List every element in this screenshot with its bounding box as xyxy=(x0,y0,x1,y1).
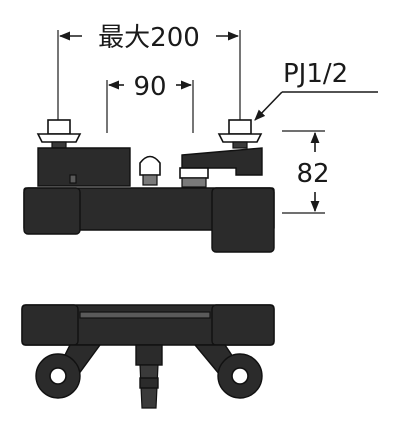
bottom-view xyxy=(21,304,275,409)
right-elbow xyxy=(193,344,263,399)
left-bracket xyxy=(37,147,131,187)
left-handle-block xyxy=(23,187,81,235)
max-width-dimension: 最大200 xyxy=(57,23,241,122)
center-valve xyxy=(139,155,209,188)
left-elbow xyxy=(35,344,102,399)
height-label: 82 xyxy=(296,159,329,189)
thread-leader-arrow xyxy=(254,91,283,121)
center-spout xyxy=(135,344,163,409)
right-handle-block xyxy=(211,187,275,253)
height-dimension: 82 xyxy=(282,130,330,214)
bottom-left-handle xyxy=(21,304,79,346)
thread-callout: PJ1/2 xyxy=(254,59,378,121)
bottom-right-handle xyxy=(211,304,275,346)
center-distance-label: 90 xyxy=(133,72,166,102)
front-view xyxy=(23,119,275,253)
left-inlet-nut xyxy=(36,119,82,149)
center-distance-dimension: 90 xyxy=(106,72,194,133)
max-width-label: 最大200 xyxy=(98,23,200,53)
right-inlet-nut xyxy=(217,119,263,149)
thread-label: PJ1/2 xyxy=(283,59,348,89)
